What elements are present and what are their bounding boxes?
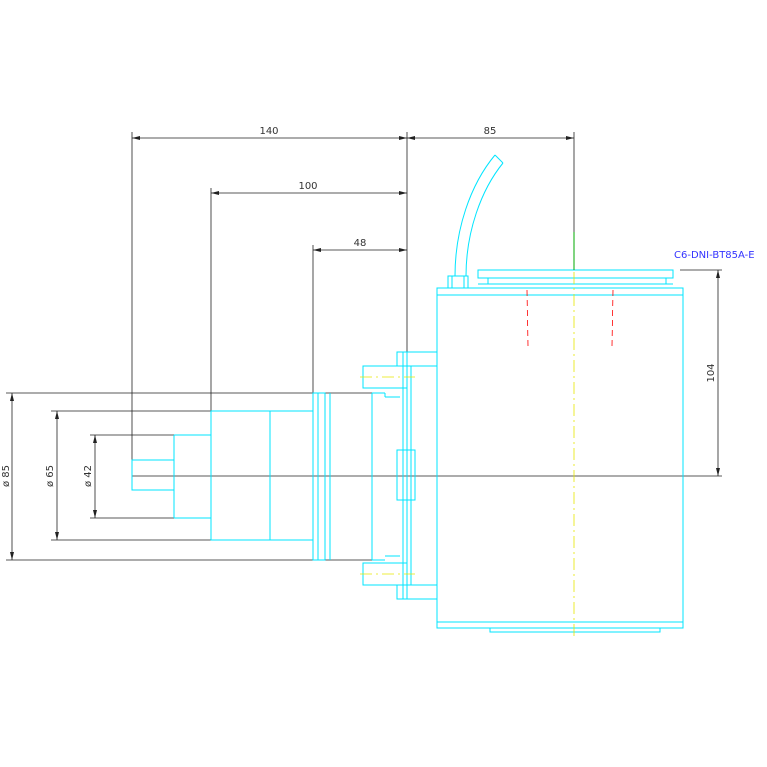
dim-100: 100 [298, 181, 317, 192]
part-outline [131, 154, 684, 633]
dim-85-top: 85 [484, 126, 497, 137]
dimension-lines [6, 132, 722, 561]
dim-104: 104 [706, 363, 717, 382]
centerlines [360, 272, 575, 640]
dim-140: 140 [259, 126, 278, 137]
dim-diameter-42: ø 42 [83, 465, 94, 487]
hidden-lines [526, 289, 614, 347]
dim-48: 48 [354, 238, 367, 249]
dim-diameter-65: ø 65 [45, 465, 56, 487]
dim-diameter-85: ø 85 [1, 465, 12, 487]
arrow-heads [10, 136, 720, 560]
part-label: C6-DNI-BT85A-E [674, 250, 755, 261]
